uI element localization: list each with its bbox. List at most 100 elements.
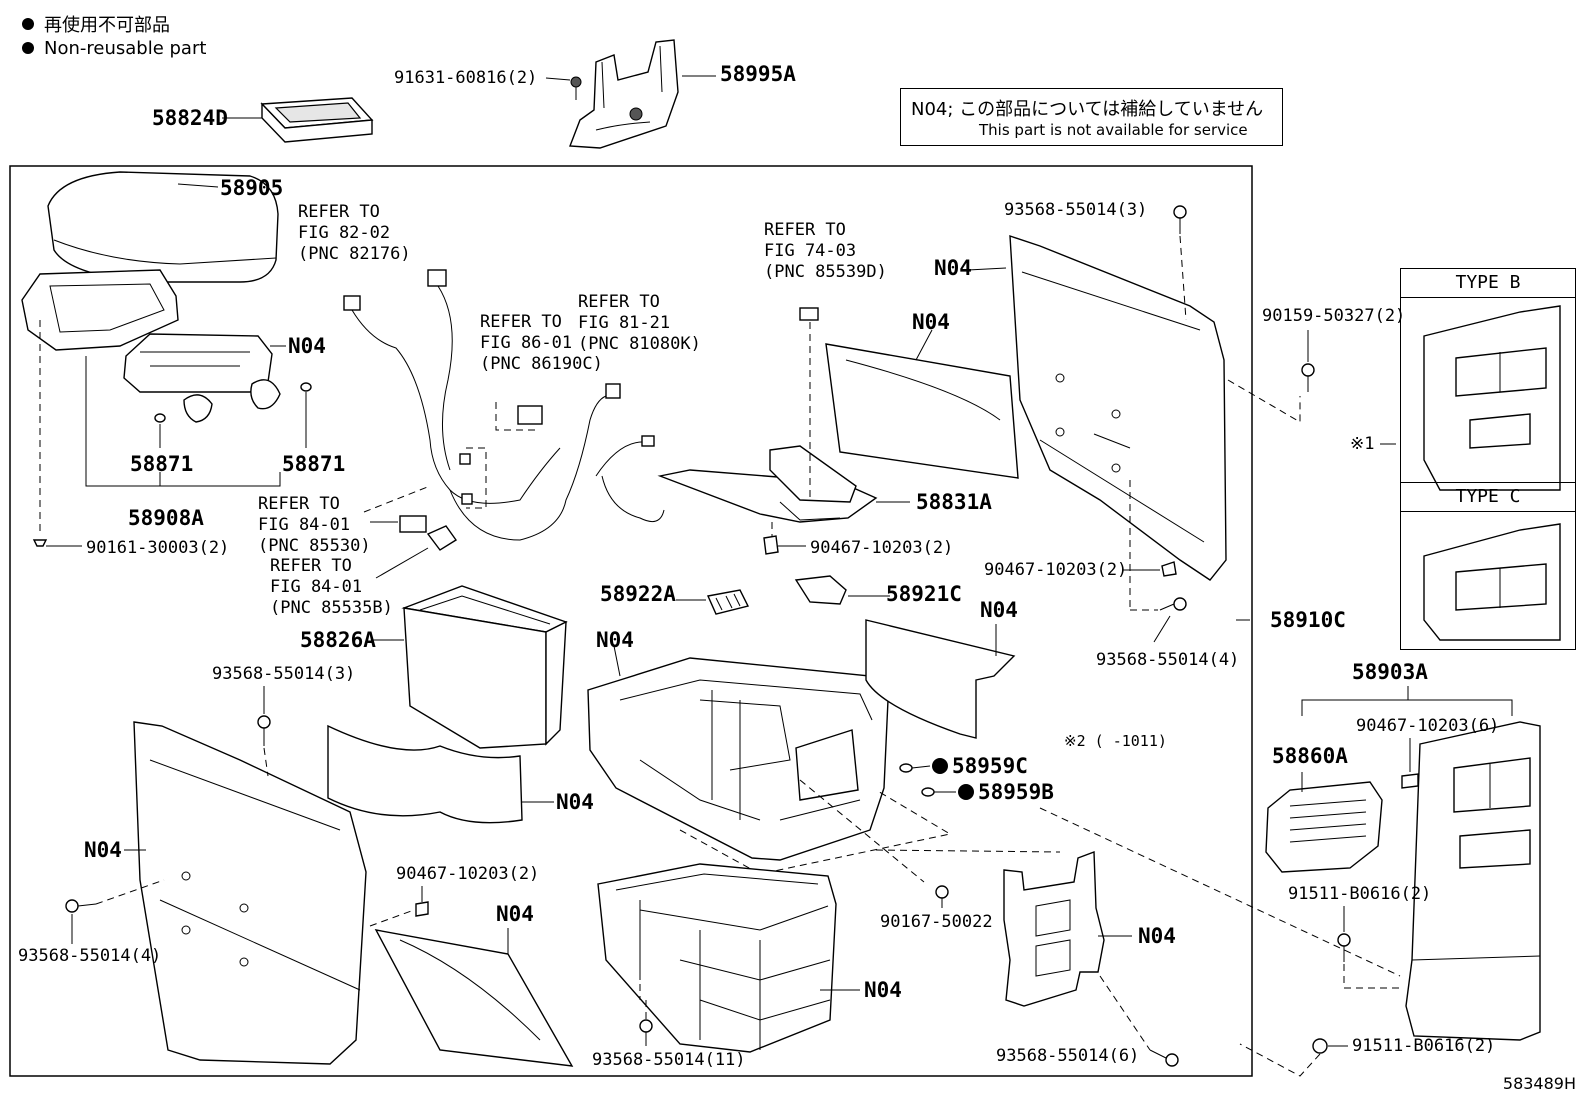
screw-90161 xyxy=(32,539,48,547)
wire-harness xyxy=(343,269,665,541)
washer-left xyxy=(154,413,166,423)
screw-93568-right xyxy=(1159,597,1187,611)
part-label: 58908A xyxy=(128,506,204,530)
socket-85535b xyxy=(426,525,458,551)
type-b-vent-illustration xyxy=(1423,305,1561,491)
part-label: 58826A xyxy=(300,628,376,652)
screw-91631 xyxy=(570,76,582,100)
part-label: 90467-10203(2) xyxy=(984,560,1128,580)
type-c-vent-illustration xyxy=(1423,523,1561,641)
bracket-n04 xyxy=(1003,851,1105,1007)
side-panel-left xyxy=(133,721,367,1065)
type-c-title: TYPE C xyxy=(1401,483,1575,512)
notice-line-2: This part is not available for service xyxy=(979,121,1248,139)
type-b-box: TYPE B xyxy=(1400,268,1576,483)
service-notice-box: N04; この部品については補給していません This part is not … xyxy=(900,88,1283,146)
part-label: 93568-55014(3) xyxy=(1004,200,1148,220)
part-label: 58922A xyxy=(600,582,676,606)
part-label: 90467-10203(2) xyxy=(396,864,540,884)
legend-en: Non-reusable part xyxy=(44,37,207,59)
part-label: 58871 xyxy=(130,452,194,476)
part-label: 91511-B0616(2) xyxy=(1352,1036,1496,1056)
type-b-title: TYPE B xyxy=(1401,269,1575,298)
screw-93568-top xyxy=(1173,205,1187,234)
part-label: 91631-60816(2) xyxy=(394,68,538,88)
part-label: 93568-55014(11) xyxy=(592,1050,746,1070)
part-label: 90167-50022 xyxy=(880,912,993,932)
part-label: N04 xyxy=(912,310,950,334)
screw-90167 xyxy=(935,885,949,908)
part-label: 93568-55014(4) xyxy=(18,946,162,966)
part-label: 58910C xyxy=(1270,608,1346,632)
part-label: 58959B xyxy=(978,780,1054,804)
part-label: 58959C xyxy=(952,754,1028,778)
part-label: 58831A xyxy=(916,490,992,514)
part-label: 93568-55014(3) xyxy=(212,664,356,684)
part-label: N04 xyxy=(1138,924,1176,948)
console-body xyxy=(587,657,889,861)
note-range: ※2 ( -1011) xyxy=(1064,732,1167,750)
non-reusable-dot-c xyxy=(932,758,948,774)
box-58826a xyxy=(401,585,568,749)
clip-90467-a xyxy=(763,535,779,555)
legend-dot-icon xyxy=(22,18,34,30)
pad-58824d xyxy=(260,97,374,143)
part-label: N04 xyxy=(934,256,972,280)
clip-90467-c xyxy=(415,901,429,917)
legend-dot-icon xyxy=(22,42,34,54)
latch-58921c xyxy=(794,575,847,605)
refer-label: REFER TO FIG 74-03 (PNC 85539D) xyxy=(764,220,887,282)
main-frame xyxy=(9,165,1253,1077)
part-label: 58921C xyxy=(886,582,962,606)
notice-line-1: N04; この部品については補給していません xyxy=(911,99,1264,120)
rear-vent-assembly xyxy=(1405,721,1541,1041)
latch-58922a xyxy=(707,589,750,615)
diagram-id: 583489H xyxy=(1502,1074,1576,1093)
part-label: 93568-55014(6) xyxy=(996,1046,1140,1066)
refer-label: REFER TO FIG 86-01 (PNC 86190C) xyxy=(480,312,603,374)
vent-58860a xyxy=(1265,781,1383,873)
part-label: 90161-30003(2) xyxy=(86,538,230,558)
liner-right-n04 xyxy=(825,343,1019,479)
part-label: N04 xyxy=(288,334,326,358)
armrest-base xyxy=(21,269,281,423)
part-label: N04 xyxy=(556,790,594,814)
bracket-58995a xyxy=(569,39,679,149)
washer-right xyxy=(300,382,312,392)
socket-85530 xyxy=(399,515,427,533)
liner-center-n04 xyxy=(327,724,523,824)
screw-90159 xyxy=(1301,363,1315,392)
liner-lower-left xyxy=(374,929,574,1067)
part-label: 58871 xyxy=(282,452,346,476)
refer-label: REFER TO FIG 84-01 (PNC 85530) xyxy=(258,494,371,556)
liner-n04-right xyxy=(865,619,1016,739)
part-label: 90467-10203(2) xyxy=(810,538,954,558)
non-reusable-dot-b xyxy=(958,784,974,800)
part-label: N04 xyxy=(980,598,1018,622)
refer-label: REFER TO FIG 81-21 (PNC 81080K) xyxy=(578,292,701,354)
part-label: 58903A xyxy=(1352,660,1428,684)
clip-58959c xyxy=(899,763,913,773)
screw-91511-b xyxy=(1312,1038,1328,1054)
part-label: N04 xyxy=(596,628,634,652)
tray-bracket-58831a xyxy=(657,307,878,523)
part-label: 91511-B0616(2) xyxy=(1288,884,1432,904)
screw-93568-4b xyxy=(65,899,97,913)
legend-jp: 再使用不可部品 xyxy=(44,15,170,36)
part-label: 93568-55014(4) xyxy=(1096,650,1240,670)
screw-93568-11 xyxy=(639,1019,653,1046)
screw-91511-a xyxy=(1337,933,1351,962)
part-label: N04 xyxy=(864,978,902,1002)
type-c-box: TYPE C xyxy=(1400,482,1576,650)
part-label: N04 xyxy=(496,902,534,926)
refer-label: REFER TO FIG 82-02 (PNC 82176) xyxy=(298,202,411,264)
screw-93568-6 xyxy=(1149,1049,1179,1067)
part-label: 58824D xyxy=(152,106,228,130)
refer-label: REFER TO FIG 84-01 (PNC 85535B) xyxy=(270,556,393,618)
note-mark-1: ※1 xyxy=(1350,434,1375,454)
part-label: 90467-10203(6) xyxy=(1356,716,1500,736)
legend: 再使用不可部品 Non-reusable part xyxy=(22,12,206,60)
part-label: 58860A xyxy=(1272,744,1348,768)
part-label: 58905 xyxy=(220,176,284,200)
